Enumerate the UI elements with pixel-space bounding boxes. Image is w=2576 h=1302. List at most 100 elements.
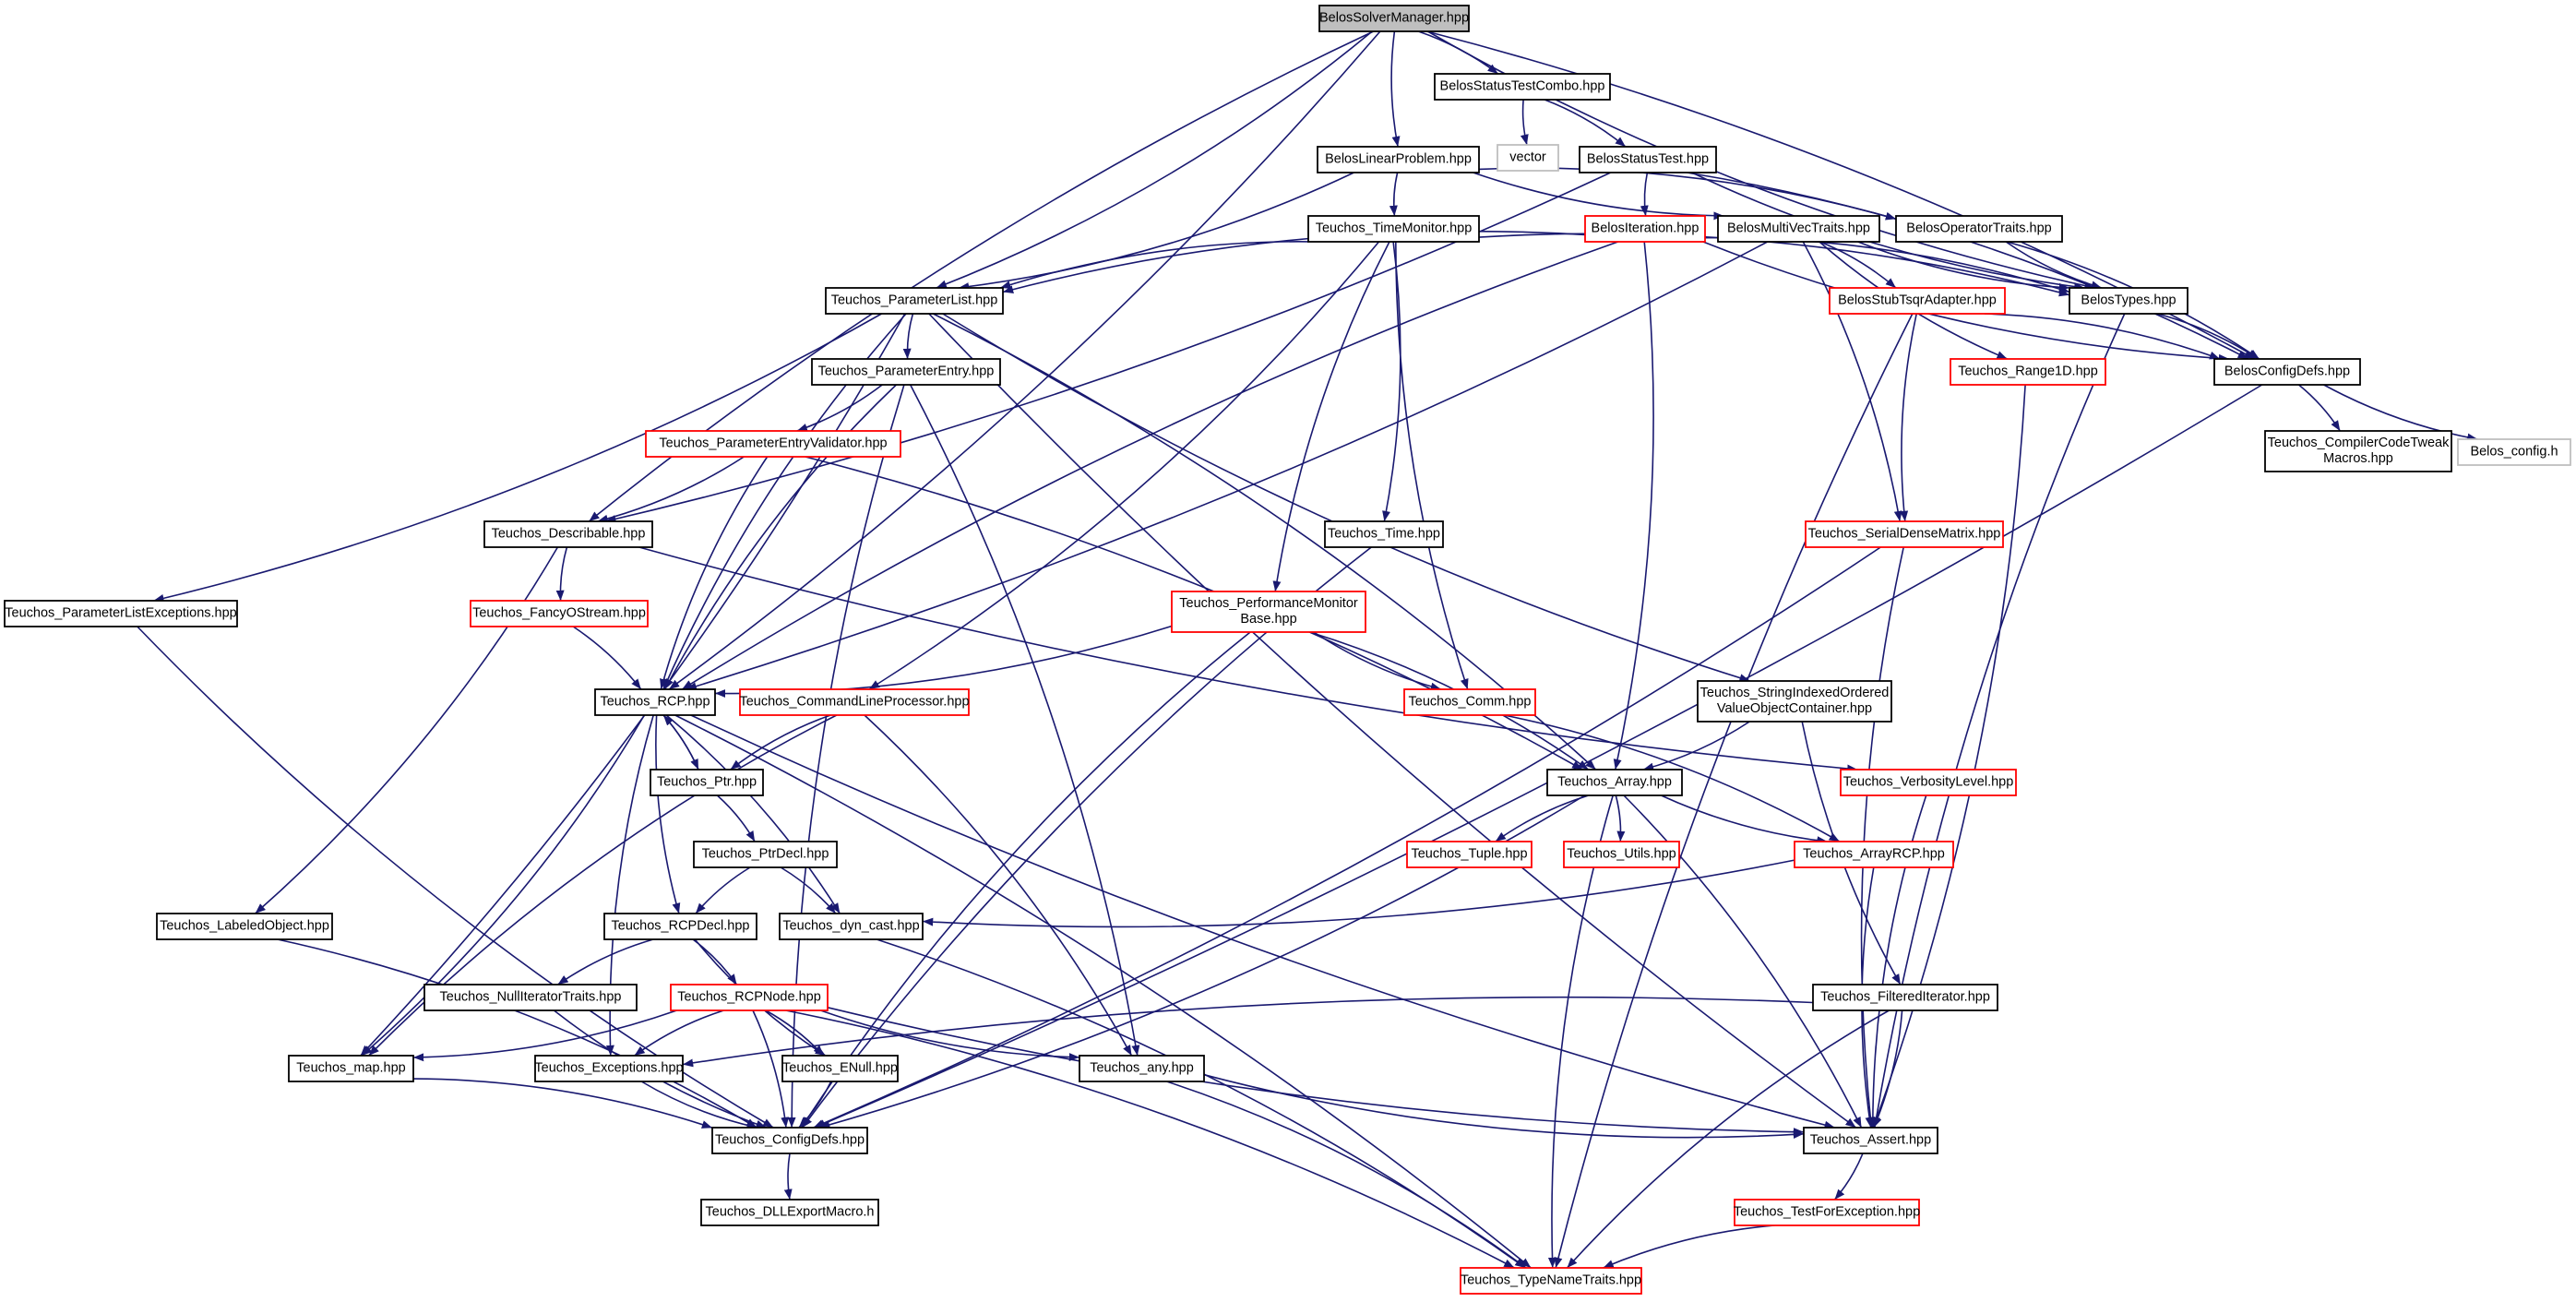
- node-nullit[interactable]: Teuchos_NullIteratorTraits.hpp: [423, 984, 638, 1011]
- node-tsqr[interactable]: BelosStubTsqrAdapter.hpp: [1829, 287, 2006, 315]
- node-testfor[interactable]: Teuchos_TestForException.hpp: [1734, 1199, 1920, 1226]
- node-label: Teuchos_StringIndexedOrdered: [1700, 686, 1890, 700]
- edge-testfor-to-typename: [1603, 1224, 1775, 1269]
- node-label: Teuchos_TimeMonitor.hpp: [1316, 221, 1473, 236]
- node-sivoc[interactable]: Teuchos_StringIndexedOrderedValueObjectC…: [1697, 680, 1892, 723]
- node-box: [1840, 769, 2017, 796]
- node-box: [534, 1055, 684, 1082]
- edge-rcpnode-to-enull: [765, 1009, 825, 1057]
- node-label: Teuchos_ENull.hpp: [782, 1061, 898, 1076]
- node-tconfig[interactable]: Teuchos_ConfigDefs.hpp: [711, 1127, 868, 1154]
- node-fancy[interactable]: Teuchos_FancyOStream.hpp: [470, 600, 649, 627]
- node-box: [739, 688, 970, 716]
- node-plist[interactable]: Teuchos_ParameterList.hpp: [825, 287, 1004, 315]
- node-timemon[interactable]: Teuchos_TimeMonitor.hpp: [1307, 215, 1480, 243]
- node-dllexport[interactable]: Teuchos_DLLExportMacro.h: [700, 1199, 879, 1226]
- node-box: [1812, 984, 1998, 1011]
- node-typename[interactable]: Teuchos_TypeNameTraits.hpp: [1460, 1267, 1642, 1295]
- node-comm[interactable]: Teuchos_Comm.hpp: [1403, 688, 1536, 716]
- node-bconfig[interactable]: BelosConfigDefs.hpp: [2213, 358, 2361, 386]
- node-sdm[interactable]: Teuchos_SerialDenseMatrix.hpp: [1805, 520, 2004, 548]
- node-exceptions[interactable]: Teuchos_Exceptions.hpp: [534, 1055, 684, 1082]
- edge-timemon-to-ttime: [1382, 241, 1401, 522]
- node-belosconfigh[interactable]: Belos_config.h: [2457, 438, 2571, 466]
- edge-tsqr-to-typename: [1554, 313, 1914, 1269]
- node-box: [1895, 215, 2063, 243]
- edge-filtered-to-exceptions: [682, 996, 1814, 1068]
- node-label: vector: [1509, 150, 1546, 165]
- node-rcpnode[interactable]: Teuchos_RCPNode.hpp: [670, 984, 829, 1011]
- edge-timemon-to-perfmon: [1272, 241, 1390, 592]
- node-label: Teuchos_CommandLineProcessor.hpp: [739, 695, 969, 710]
- node-rcpdecl[interactable]: Teuchos_RCPDecl.hpp: [603, 913, 757, 940]
- node-tany[interactable]: Teuchos_any.hpp: [1079, 1055, 1205, 1082]
- node-label: Teuchos_VerbosityLevel.hpp: [1843, 775, 2014, 790]
- node-label: Teuchos_CompilerCodeTweak: [2268, 436, 2450, 450]
- node-filtered[interactable]: Teuchos_FilteredIterator.hpp: [1812, 984, 1998, 1011]
- node-labeled[interactable]: Teuchos_LabeledObject.hpp: [156, 913, 333, 940]
- node-array[interactable]: Teuchos_Array.hpp: [1546, 769, 1683, 796]
- node-dyncast[interactable]: Teuchos_dyn_cast.hpp: [779, 913, 924, 940]
- node-tassert[interactable]: Teuchos_Assert.hpp: [1803, 1127, 1938, 1154]
- edge-sdm-to-tconfig: [813, 546, 1881, 1129]
- edge-iteration-to-plist: [1002, 230, 1586, 293]
- node-linprob[interactable]: BelosLinearProblem.hpp: [1317, 146, 1480, 173]
- node-label: Teuchos_Assert.hpp: [1810, 1133, 1931, 1148]
- node-mvtraits[interactable]: BelosMultiVecTraits.hpp: [1717, 215, 1880, 243]
- node-plexc[interactable]: Teuchos_ParameterListExceptions.hpp: [4, 600, 238, 627]
- node-stattest[interactable]: BelosStatusTest.hpp: [1579, 146, 1717, 173]
- node-tuple[interactable]: Teuchos_Tuple.hpp: [1406, 841, 1532, 868]
- edge-clp-to-ptr: [730, 714, 831, 770]
- node-rcp[interactable]: Teuchos_RCP.hpp: [594, 688, 716, 716]
- node-verb[interactable]: Teuchos_VerbosityLevel.hpp: [1840, 769, 2017, 796]
- node-label: Teuchos_LabeledObject.hpp: [160, 919, 329, 934]
- edge-arcp-to-dyncast: [922, 859, 1795, 928]
- edge-linprob-to-timemon: [1389, 172, 1399, 217]
- node-box: [1079, 1055, 1205, 1082]
- node-range1d[interactable]: Teuchos_Range1D.hpp: [1950, 358, 2106, 386]
- node-arcp[interactable]: Teuchos_ArrayRCP.hpp: [1794, 841, 1954, 868]
- edge-bconfig-to-belosconfigh: [2323, 384, 2478, 442]
- node-pevalid[interactable]: Teuchos_ParameterEntryValidator.hpp: [645, 430, 901, 458]
- edge-timemon-to-comm: [1395, 241, 1469, 690]
- node-box: [1697, 680, 1892, 723]
- node-label: Teuchos_ParameterList.hpp: [831, 293, 998, 308]
- node-vector[interactable]: vector: [1497, 144, 1559, 172]
- node-label: Teuchos_FancyOStream.hpp: [472, 606, 646, 621]
- node-enull[interactable]: Teuchos_ENull.hpp: [781, 1055, 899, 1082]
- edge-ptr-to-rcp: [662, 714, 699, 770]
- node-label: BelosTypes.hpp: [2081, 293, 2176, 308]
- edge-bconfig-to-tconfig: [814, 384, 2263, 1129]
- node-describ[interactable]: Teuchos_Describable.hpp: [483, 520, 653, 548]
- node-tmap[interactable]: Teuchos_map.hpp: [288, 1055, 414, 1082]
- node-ptrdecl[interactable]: Teuchos_PtrDecl.hpp: [693, 841, 838, 868]
- edge-linprob-to-mvtraits: [1473, 172, 1724, 221]
- node-ptr[interactable]: Teuchos_Ptr.hpp: [650, 769, 764, 796]
- node-utils[interactable]: Teuchos_Utils.hpp: [1563, 841, 1680, 868]
- edge-fancy-to-rcp: [572, 626, 642, 690]
- edge-perfmon-to-rcp: [714, 625, 1173, 699]
- node-iteration[interactable]: BelosIteration.hpp: [1584, 215, 1706, 243]
- node-clp[interactable]: Teuchos_CommandLineProcessor.hpp: [739, 688, 970, 716]
- node-pentry[interactable]: Teuchos_ParameterEntry.hpp: [811, 358, 1001, 386]
- node-label: Base.hpp: [1240, 612, 1296, 627]
- edge-linprob-to-plist: [958, 172, 1354, 292]
- node-ttime[interactable]: Teuchos_Time.hpp: [1324, 520, 1444, 548]
- node-box: [1324, 520, 1444, 548]
- node-stcombo[interactable]: BelosStatusTestCombo.hpp: [1434, 73, 1611, 101]
- node-box: [1317, 146, 1480, 173]
- node-box: [1460, 1267, 1642, 1295]
- node-btypes[interactable]: BelosTypes.hpp: [2069, 287, 2188, 315]
- edge-ptrdecl-to-rcpdecl: [695, 866, 751, 914]
- node-box: [1794, 841, 1954, 868]
- edge-describ-to-fancy: [555, 546, 568, 602]
- node-label: Teuchos_Ptr.hpp: [657, 775, 757, 790]
- node-label: Teuchos_Utils.hpp: [1567, 847, 1676, 862]
- node-root[interactable]: BelosSolverManager.hpp: [1318, 5, 1470, 32]
- node-label: BelosStubTsqrAdapter.hpp: [1838, 293, 1997, 308]
- edge-tconfig-to-dllexport: [783, 1153, 793, 1200]
- edge-rcpnode-to-tany: [820, 1009, 1080, 1062]
- node-optraits[interactable]: BelosOperatorTraits.hpp: [1895, 215, 2063, 243]
